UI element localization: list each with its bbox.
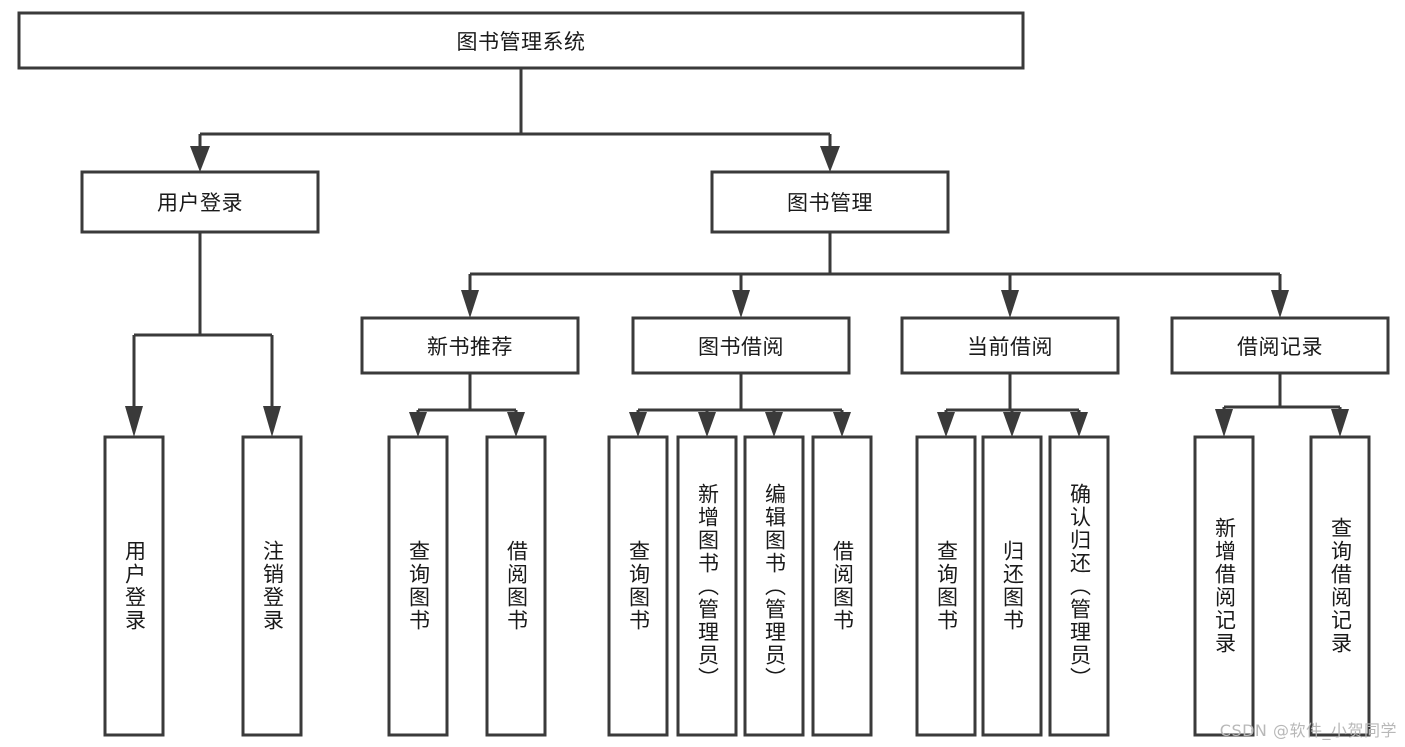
node-box-borrow-record[interactable] (1170, 316, 1390, 375)
connector-currentborrow-to-leaves (937, 373, 1088, 437)
node-box-book-borrow[interactable] (631, 316, 851, 375)
arrow-head-icon (190, 146, 210, 172)
node-box-leaf-add-book[interactable] (676, 435, 738, 737)
arrow-head-icon (461, 290, 479, 318)
arrow-head-icon (125, 406, 143, 437)
connector-userlogin-to-leaves (125, 232, 281, 437)
node-box-leaf-query-record[interactable] (1309, 435, 1371, 737)
watermark-text: CSDN @软件_小贺同学 (1219, 721, 1397, 740)
node-box-leaf-return-book[interactable] (981, 435, 1043, 737)
arrow-head-icon (1001, 290, 1019, 318)
connector-bookmgmt-to-level2 (461, 232, 1289, 318)
node-box-leaf-borrow-book-2[interactable] (811, 435, 873, 737)
node-box-current-borrow[interactable] (900, 316, 1120, 375)
arrow-head-icon (507, 412, 525, 437)
arrow-head-icon (698, 412, 716, 437)
node-box-leaf-edit-book[interactable] (743, 435, 805, 737)
node-box-leaf-logout[interactable] (241, 435, 303, 737)
node-box-leaf-borrow-book-1[interactable] (485, 435, 547, 737)
arrow-head-icon (1003, 412, 1021, 437)
connector-root-to-level1 (190, 68, 840, 172)
arrow-head-icon (263, 406, 281, 437)
arrow-head-icon (1331, 409, 1349, 437)
node-box-new-book-recommend[interactable] (360, 316, 580, 375)
arrow-head-icon (732, 290, 750, 318)
arrow-head-icon (937, 412, 955, 437)
connector-borrowrecord-to-leaves (1215, 373, 1349, 437)
arrow-head-icon (833, 412, 851, 437)
arrow-head-icon (409, 412, 427, 437)
node-box-root[interactable] (17, 11, 1025, 70)
node-box-leaf-confirm-return[interactable] (1048, 435, 1110, 737)
node-box-leaf-query-book-3[interactable] (915, 435, 977, 737)
arrow-head-icon (765, 412, 783, 437)
arrow-head-icon (820, 146, 840, 172)
node-box-user-login[interactable] (80, 170, 320, 234)
node-box-book-management[interactable] (710, 170, 950, 234)
arrow-head-icon (1215, 409, 1233, 437)
arrow-head-icon (1070, 412, 1088, 437)
connector-bookborrow-to-leaves (629, 373, 851, 437)
arrow-head-icon (629, 412, 647, 437)
node-box-leaf-add-record[interactable] (1193, 435, 1255, 737)
node-box-leaf-query-book-1[interactable] (387, 435, 449, 737)
node-box-leaf-user-login[interactable] (103, 435, 165, 737)
node-box-leaf-query-book-2[interactable] (607, 435, 669, 737)
connector-newbook-to-leaves (409, 373, 525, 437)
arrow-head-icon (1271, 290, 1289, 318)
